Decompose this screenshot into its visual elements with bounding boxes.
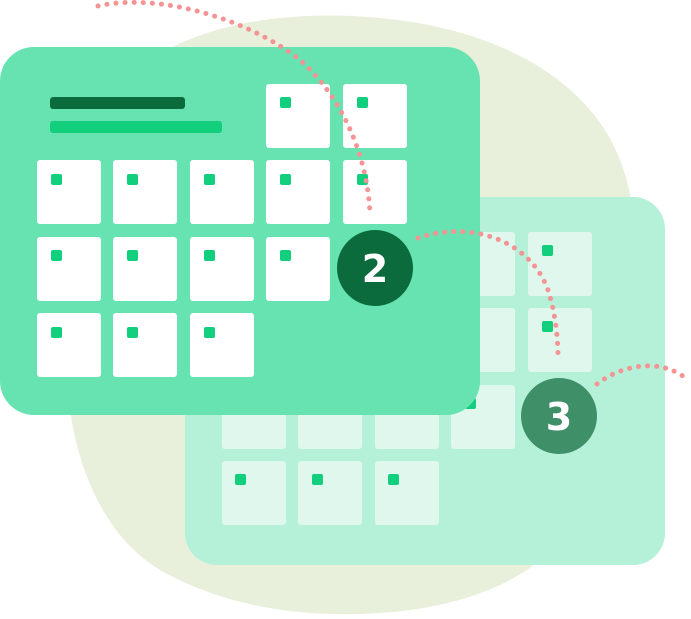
cell-dot xyxy=(542,245,553,256)
title-bar-dark xyxy=(50,97,185,109)
front-cell xyxy=(190,160,254,224)
dotted-path-right xyxy=(594,363,691,387)
back-cell xyxy=(528,308,592,372)
dotted-connectors xyxy=(95,0,691,387)
cell-dot xyxy=(51,327,62,338)
front-cell xyxy=(37,237,101,301)
front-cell xyxy=(113,237,177,301)
front-cell xyxy=(37,313,101,377)
back-cell xyxy=(222,461,286,525)
front-cell xyxy=(113,313,177,377)
cell-dot xyxy=(357,97,368,108)
cell-dot xyxy=(280,250,291,261)
back-cell xyxy=(375,461,439,525)
front-cell xyxy=(190,313,254,377)
cell-dot xyxy=(204,174,215,185)
cell-dot xyxy=(127,250,138,261)
back-card-badge-number: 3 xyxy=(546,395,572,439)
back-cell xyxy=(528,232,592,296)
cell-dot xyxy=(51,174,62,185)
cell-dot xyxy=(280,97,291,108)
front-card-badge-number: 2 xyxy=(362,247,388,291)
cell-dot xyxy=(51,250,62,261)
title-bar-light xyxy=(50,121,222,133)
cell-dot xyxy=(204,250,215,261)
front-card-dots xyxy=(51,97,368,338)
front-cell xyxy=(190,237,254,301)
cell-dot xyxy=(542,321,553,332)
front-cell xyxy=(113,160,177,224)
front-cell xyxy=(266,237,330,301)
dotted-path-middle xyxy=(415,229,561,361)
front-cell xyxy=(37,160,101,224)
cell-dot xyxy=(312,474,323,485)
dotted-path-top xyxy=(95,0,373,218)
cell-dot xyxy=(127,174,138,185)
cell-dot xyxy=(280,174,291,185)
cell-dot xyxy=(204,327,215,338)
back-card-badge xyxy=(521,378,597,454)
cell-dot xyxy=(235,474,246,485)
front-card: 2 xyxy=(0,47,480,415)
front-card-badge xyxy=(337,230,413,306)
cell-dot xyxy=(127,327,138,338)
front-cell xyxy=(343,160,407,224)
cell-dot xyxy=(388,474,399,485)
front-cell xyxy=(266,84,330,148)
front-cell xyxy=(266,160,330,224)
back-cell xyxy=(298,461,362,525)
